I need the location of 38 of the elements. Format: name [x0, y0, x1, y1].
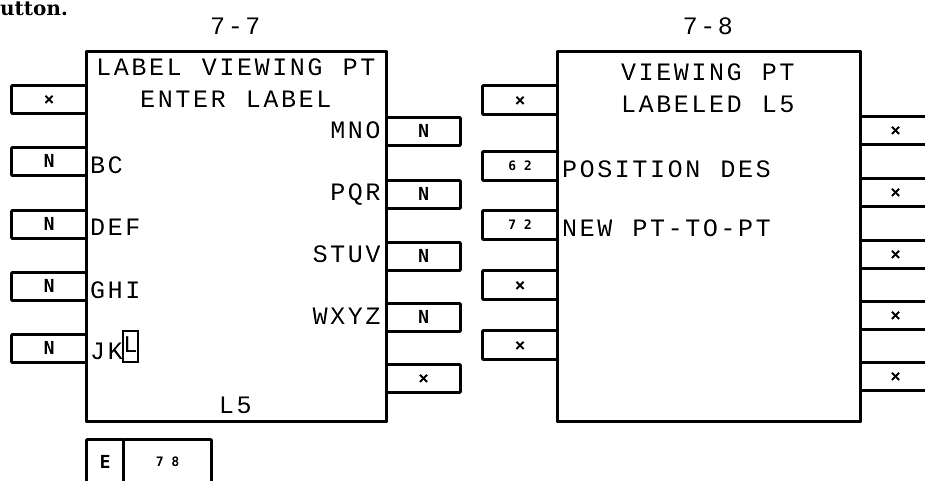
key-button: ×	[481, 84, 556, 116]
key-caption: DEF	[90, 213, 143, 245]
key-caption: STUV	[312, 240, 383, 272]
key-button: N	[10, 333, 85, 364]
key-caption: POSITION DES	[562, 155, 774, 187]
key-button: E	[85, 438, 125, 481]
key-button: N	[388, 179, 462, 210]
label-value: L5	[218, 391, 256, 423]
key-button: N	[388, 302, 462, 333]
key-button: 7 8	[122, 438, 213, 481]
key-caption: GHI	[90, 276, 143, 308]
key-caption: WXYZ	[312, 302, 383, 334]
screen-number: 7-7	[209, 12, 264, 44]
key-button: N	[10, 209, 85, 240]
key-button: ×	[10, 84, 85, 115]
key-button: 6 2	[481, 150, 556, 182]
key-button: N	[388, 241, 462, 272]
key-button: ×	[862, 115, 925, 146]
key-caption: PQR	[330, 178, 383, 210]
key-button: ×	[862, 239, 925, 270]
screen-heading: VIEWING PT LABELED L5	[620, 58, 798, 122]
key-button: N	[10, 146, 85, 177]
cut-off-text: utton.	[0, 0, 68, 20]
key-button: ×	[481, 329, 556, 361]
key-button: ×	[481, 269, 556, 301]
key-button: ×	[862, 177, 925, 208]
screen-number: 7-8	[682, 12, 736, 44]
key-caption: BC	[90, 151, 126, 183]
highlighted-letter: L	[122, 330, 139, 363]
key-button: N	[388, 116, 462, 147]
key-caption: MNO	[330, 116, 383, 148]
key-button: ×	[862, 361, 925, 392]
screen-heading: LABEL VIEWING PT ENTER LABEL	[95, 53, 379, 117]
key-caption: NEW PT-TO-PT	[562, 214, 774, 246]
key-button: 7 2	[481, 209, 556, 241]
key-button: ×	[388, 363, 462, 394]
key-button: N	[10, 271, 85, 302]
key-button: ×	[862, 300, 925, 331]
